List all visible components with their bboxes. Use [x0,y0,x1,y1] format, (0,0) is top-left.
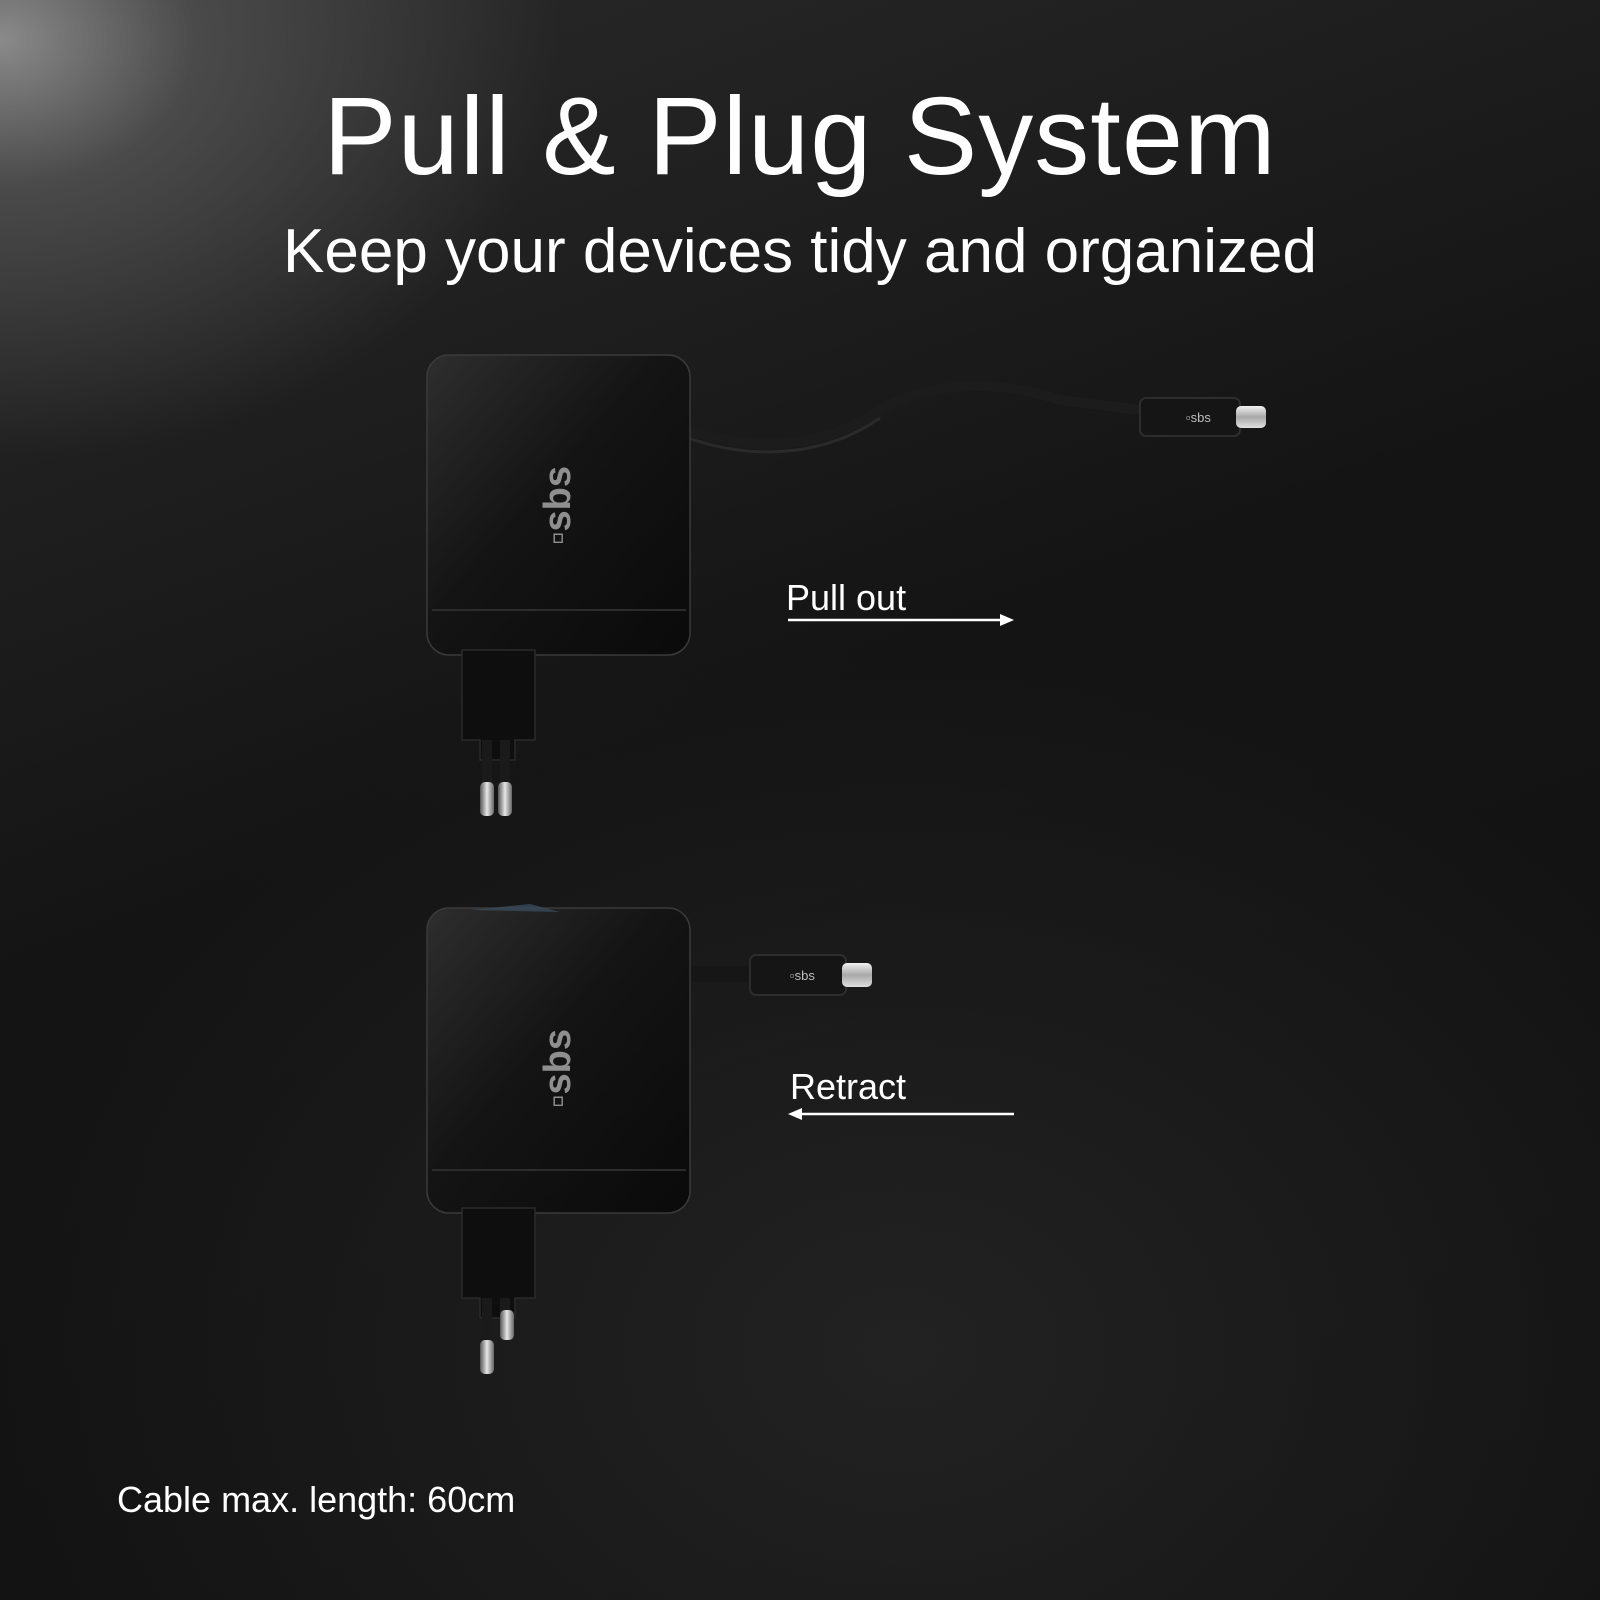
connector-brand-label-2: ▫sbs [790,968,815,983]
brand-logo-2: ▫sbs [537,1029,579,1108]
arrow-right-icon [788,614,1014,626]
brand-logo: ▫sbs [537,466,579,545]
cable-length-note: Cable max. length: 60cm [117,1479,516,1520]
charger-retracted: ▫sbs ▫sbs [426,904,872,1374]
charger-pull-out: ▫sbs ▫sbs [426,354,1266,816]
page-title: Pull & Plug System [323,75,1277,198]
page-subtitle: Keep your devices tidy and organized [283,217,1317,286]
connector-brand-label: ▫sbs [1186,410,1211,425]
arrow-left-icon [788,1108,1014,1120]
retract-label: Retract [790,1066,907,1107]
pull-out-label: Pull out [786,577,907,618]
